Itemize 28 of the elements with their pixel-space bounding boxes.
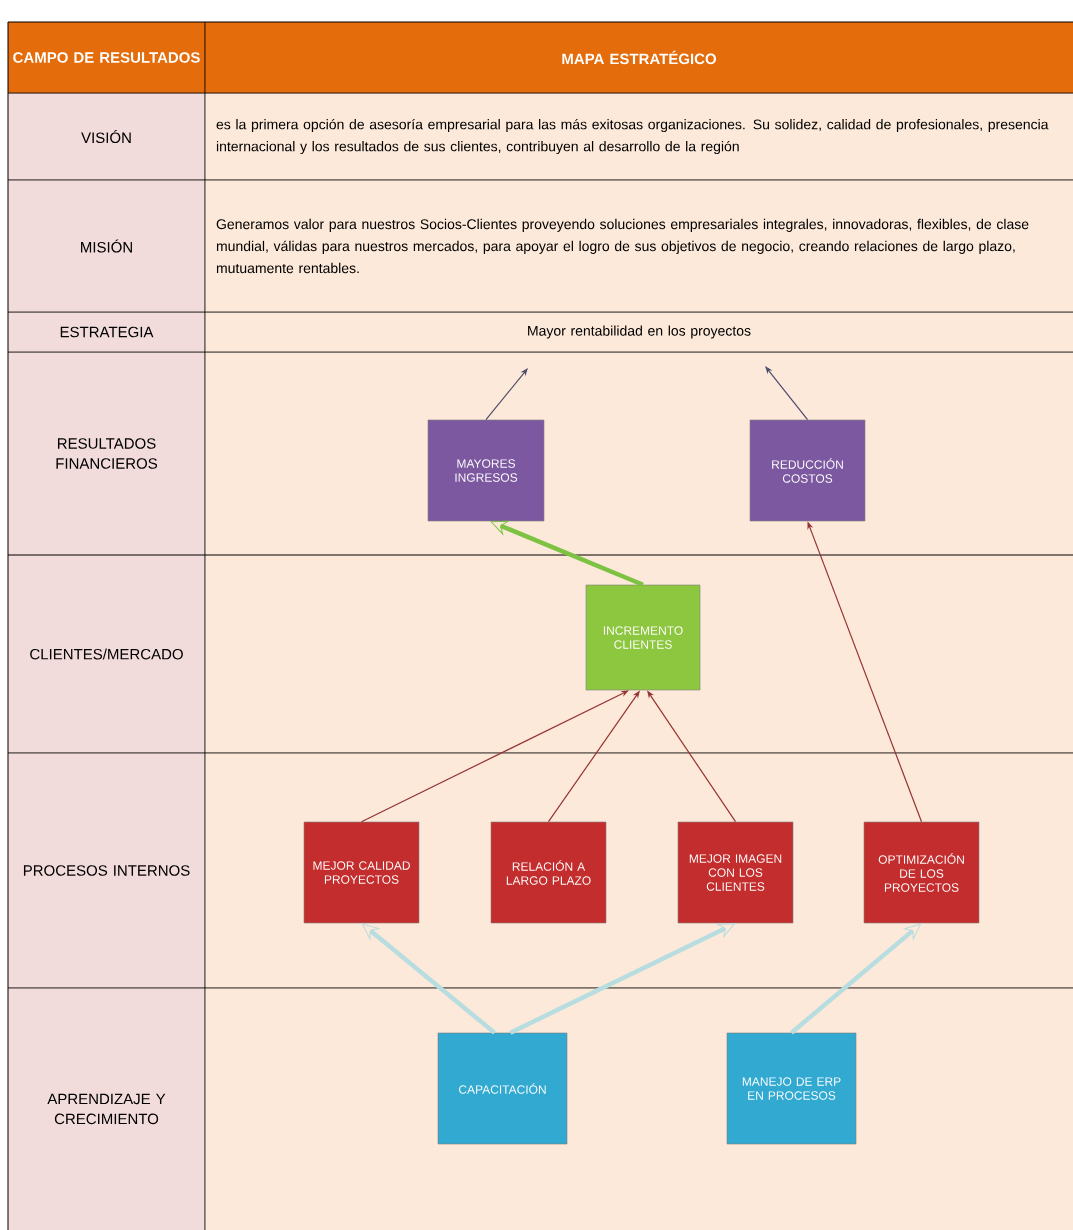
strategy-box: INCREMENTO CLIENTES xyxy=(585,584,701,691)
strategy-box: MANEJO DE ERP EN PROCESOS xyxy=(726,1032,857,1145)
strategy-box: RELACIÓN A LARGO PLAZO xyxy=(490,821,607,924)
row-label: CLIENTES/MERCADO xyxy=(30,648,183,660)
arrow xyxy=(509,923,735,1035)
strategy-box: CAPACITACIÓN xyxy=(437,1032,568,1145)
row-label: PROCESOS INTERNOS xyxy=(23,865,190,876)
row-label: MISIÓN xyxy=(81,239,132,253)
row-label: APRENDIZAJE Y CRECIMIENTO xyxy=(47,1093,166,1125)
arrow xyxy=(765,366,809,421)
strategy-box: MAYORES INGRESOS xyxy=(427,419,545,522)
arrow xyxy=(360,690,629,823)
arrow xyxy=(485,368,528,421)
arrow xyxy=(790,923,922,1035)
statement-text: es la primera opción de asesoría empresarial para las más exitosas organizaciones. Su solidez, calidad de profesionales, presencia internacional y los resultados de sus clientes, contribuyen al desarrollo de la región xyxy=(216,118,1049,155)
arrow xyxy=(490,520,644,587)
column-header: CAMPO DE RESULTADOS xyxy=(13,52,200,63)
strategy-box: REDUCCIÓN COSTOS xyxy=(749,419,866,522)
strategy-box: MEJOR CALIDAD PROYECTOS xyxy=(303,821,420,924)
strategy-box: MEJOR IMAGEN CON LOS CLIENTES xyxy=(677,821,794,924)
row-label: RESULTADOS FINANCIEROS xyxy=(56,438,158,469)
row-label: ESTRATEGIA xyxy=(60,326,154,338)
row-label: VISIÓN xyxy=(81,129,131,144)
column-header: MAPA ESTRATÉGICO xyxy=(562,50,716,65)
strategy-box: OPTIMIZACIÓN DE LOS PROYECTOS xyxy=(863,821,980,924)
statement-text: Generamos valor para nuestros Socios-Clientes proveyendo soluciones empresariales integrales, innovadoras, flexibles, de clase mundial, válidas para nuestros mercados, para apoyar el logro de sus objetivos de negocio, creando relaciones de largo plazo, mutuamente rentables. xyxy=(216,218,1029,274)
statement-text: Mayor rentabilidad en los proyectos xyxy=(528,325,751,339)
arrow xyxy=(361,923,496,1035)
